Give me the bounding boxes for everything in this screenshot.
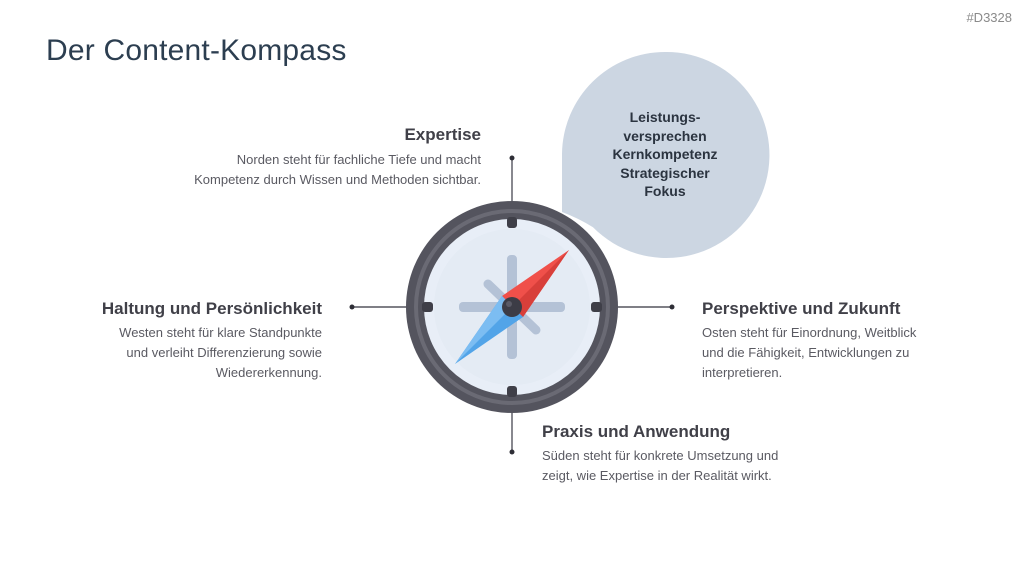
- needle-blue-shade: [455, 296, 512, 364]
- east-description: Osten steht für Einordnung, Weitblick un…: [702, 323, 952, 383]
- west-description-line: Wiedererkennung.: [215, 365, 322, 380]
- compass-ticks: [422, 217, 602, 397]
- west-heading: Haltung und Persönlichkeit: [101, 299, 322, 318]
- speech-bubble-shape: [562, 51, 770, 258]
- bubble-line: Strategischer: [620, 164, 710, 181]
- south-description: Süden steht für konkrete Umsetzung und z…: [542, 446, 812, 486]
- compass-ring-highlight: [414, 209, 610, 405]
- north-description-line: Norden steht für fachliche Tiefe und mac…: [236, 152, 481, 167]
- bubble-line: Leistungs-: [629, 109, 701, 125]
- south-description-line: Süden steht für konkrete Umsetzung und: [542, 448, 779, 463]
- dot-west: [349, 304, 355, 310]
- east-heading: Perspektive und Zukunft: [702, 299, 901, 318]
- east-description-line: und die Fähigkeit, Entwicklungen zu: [702, 345, 910, 360]
- bubble-line: versprechen: [623, 127, 707, 144]
- west-description-line: und verleiht Differenzierung sowie: [126, 345, 322, 360]
- needle-red-shade: [512, 250, 569, 317]
- west-description: Westen steht für klare Standpunkte und v…: [92, 323, 322, 383]
- dot-south: [509, 449, 515, 455]
- connector-dots: [349, 155, 675, 455]
- east-description-line: interpretieren.: [702, 365, 783, 380]
- west-description-line: Westen steht für klare Standpunkte: [119, 325, 322, 340]
- needle-hub-shine: [506, 301, 512, 307]
- north-description: Norden steht für fachliche Tiefe und mac…: [151, 150, 481, 190]
- tick-west: [422, 302, 433, 312]
- slide-id: #D3328: [966, 10, 1012, 25]
- connector-lines: [352, 158, 672, 452]
- tick-south: [507, 386, 517, 397]
- page-title: Der Content-Kompass: [46, 34, 347, 67]
- north-heading: Expertise: [404, 125, 481, 144]
- south-description-line: zeigt, wie Expertise in der Realität wir…: [542, 468, 772, 483]
- bubble-line: Fokus: [644, 183, 686, 199]
- bubble-line: Kernkompetenz: [612, 146, 718, 162]
- bubble-text: Leistungs- versprechen Kernkompetenz Str…: [585, 108, 745, 201]
- needle-hub: [502, 297, 522, 317]
- dot-north: [509, 155, 515, 161]
- tick-east: [591, 302, 602, 312]
- north-description-line: Kompetenz durch Wissen und Methoden sich…: [194, 172, 481, 187]
- south-heading: Praxis und Anwendung: [542, 422, 731, 441]
- east-description-line: Osten steht für Einordnung, Weitblick: [702, 325, 917, 340]
- tick-north: [507, 217, 517, 228]
- dot-east: [669, 304, 675, 310]
- compass-icon: [406, 201, 618, 413]
